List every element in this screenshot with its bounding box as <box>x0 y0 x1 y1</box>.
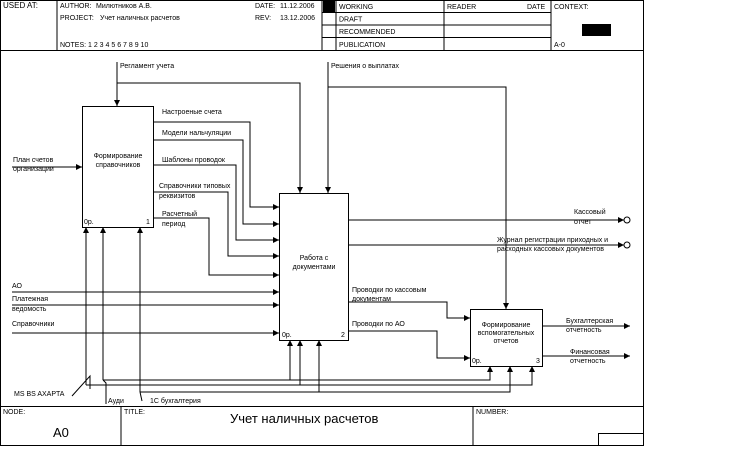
label-financial-reports-2: отчетность <box>570 358 606 365</box>
label-ao-postings: Проводки по АО <box>352 321 405 328</box>
footer-frame <box>0 406 644 446</box>
label-reglament: Регламент учета <box>120 63 174 70</box>
arrow-typical-details[interactable] <box>153 191 279 259</box>
status-recommended: RECOMMENDED <box>339 29 395 36</box>
output-arrow-cash-report[interactable] <box>348 216 631 224</box>
arrow-ao-postings[interactable] <box>348 330 470 361</box>
rev-value: 13.12.2006 <box>280 15 315 22</box>
box-3-cost: 0р. <box>472 358 482 365</box>
author-label: AUTHOR: <box>60 3 92 10</box>
label-journal-1: Журнал регистрации приходных и <box>497 237 608 244</box>
notes: NOTES: 1 2 3 4 5 6 7 8 9 10 <box>60 42 148 49</box>
arrow-cash-doc-postings[interactable] <box>348 301 470 321</box>
context-box <box>582 24 611 36</box>
box-3-number: 3 <box>536 358 540 365</box>
box-1-line-1: Формирование <box>94 153 143 160</box>
label-ao: АО <box>12 283 23 290</box>
context-label: CONTEXT: <box>554 4 589 11</box>
label-chart-1: План счетов <box>13 157 54 164</box>
title-label: TITLE: <box>124 409 145 416</box>
label-accounting-reports-1: Бухгалтерская <box>566 318 613 325</box>
box-2-line-1: Работа с <box>300 254 329 262</box>
label-cash-doc-postings-1: Проводки по кассовым <box>352 287 427 294</box>
label-billing-period-1: Расчетный <box>162 210 197 218</box>
label-typical-details-1: Справочники типовых <box>159 183 231 190</box>
box-3-line-3: отчетов <box>494 338 519 345</box>
status-working: WORKING <box>339 4 373 11</box>
node-label: NODE: <box>3 409 25 416</box>
label-typical-details-2: реквизитов <box>159 193 196 200</box>
label-billing-period-2: период <box>162 221 185 228</box>
box-1-cost: 0р. <box>84 219 94 226</box>
control-arrow-decisions[interactable] <box>325 62 509 309</box>
arrow-posting-templates[interactable] <box>153 164 279 243</box>
control-arrow-reglament[interactable] <box>114 62 303 193</box>
output-arrow-journal[interactable] <box>348 241 631 249</box>
activity-box-3[interactable]: Формирование вспомогательных отчетов 0р.… <box>470 309 543 367</box>
box-2-cost: 0р. <box>282 332 292 339</box>
label-audit: Ауди <box>108 398 124 405</box>
node-value: A0 <box>53 425 69 440</box>
reader-label: READER <box>447 4 476 11</box>
label-1c: 1С бухгалтерия <box>150 397 201 405</box>
project-label: PROJECT: <box>60 15 94 22</box>
label-calc-models: Модели нальчуляции <box>162 130 231 137</box>
reader-date-label: DATE <box>527 4 545 11</box>
arrow-billing-period[interactable] <box>153 217 279 278</box>
context-node: A-0 <box>554 42 565 49</box>
label-cash-doc-postings-2: документам <box>352 296 391 303</box>
box-1-number: 1 <box>146 219 150 226</box>
label-chart-2: организации <box>13 166 54 173</box>
label-cash-report-2: отчет <box>574 219 592 226</box>
used-at-label: USED AT: <box>3 1 38 10</box>
project-value: Учет наличных расчетов <box>100 15 180 22</box>
rev-label: REV: <box>255 15 271 22</box>
label-payroll-1: Платежная <box>12 296 48 303</box>
label-financial-reports-1: Финансовая <box>570 349 610 356</box>
box-2-number: 2 <box>341 332 345 339</box>
diagram-title: Учет наличных расчетов <box>230 411 378 426</box>
label-payroll-2: ведомость <box>12 306 47 313</box>
mechanism-arrow-audit[interactable] <box>100 227 493 404</box>
label-cash-report-1: Кассовый <box>574 208 606 216</box>
number-label: NUMBER: <box>476 409 508 416</box>
status-draft: DRAFT <box>339 17 363 24</box>
box-2-line-2: документами <box>293 264 336 271</box>
label-configured-accounts: Настроеные счета <box>162 109 222 116</box>
arrow-calc-models[interactable] <box>153 139 279 227</box>
date-value: 11.12.2006 <box>280 3 315 10</box>
arrow-configured-accounts[interactable] <box>153 121 279 210</box>
author-value: Милютников А.В. <box>96 3 152 10</box>
date-label: DATE: <box>255 3 275 10</box>
box-1-line-2: справочников <box>96 162 141 169</box>
label-posting-templates: Шаблоны проводок <box>162 156 226 164</box>
label-references: Справочники <box>12 321 54 328</box>
status-publication: PUBLICATION <box>339 42 385 49</box>
mechanism-arrow-axapta[interactable] <box>71 227 535 397</box>
activity-box-2[interactable]: Работа с документами 0р. 2 <box>279 193 349 341</box>
box-3-line-1: Формирование <box>482 322 531 329</box>
label-axapta: MS BS AXAPTA <box>14 391 65 398</box>
mechanism-arrow-1c[interactable] <box>137 227 513 402</box>
label-decisions: Решения о выплатах <box>331 63 399 70</box>
label-journal-2: расходных кассовых документов <box>497 246 604 253</box>
activity-box-1[interactable]: Формирование справочников 0р. 1 <box>82 106 154 228</box>
box-3-line-2: вспомогательных <box>478 330 535 337</box>
label-accounting-reports-2: отчетность <box>566 327 602 334</box>
